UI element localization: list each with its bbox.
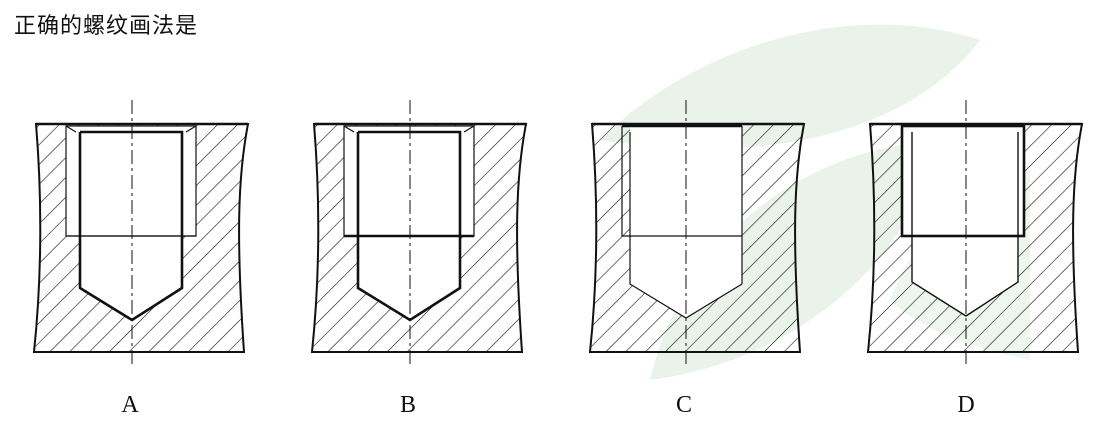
figure-b	[306, 96, 536, 366]
figure-a	[28, 96, 258, 366]
question-text: 正确的螺纹画法是	[14, 14, 199, 39]
option-label-b[interactable]: B	[399, 392, 416, 418]
option-label-a[interactable]: A	[121, 392, 139, 418]
option-label-c[interactable]: C	[675, 392, 692, 418]
option-label-d[interactable]: D	[957, 392, 975, 418]
figure-d	[862, 96, 1092, 366]
figure-c	[584, 96, 814, 366]
